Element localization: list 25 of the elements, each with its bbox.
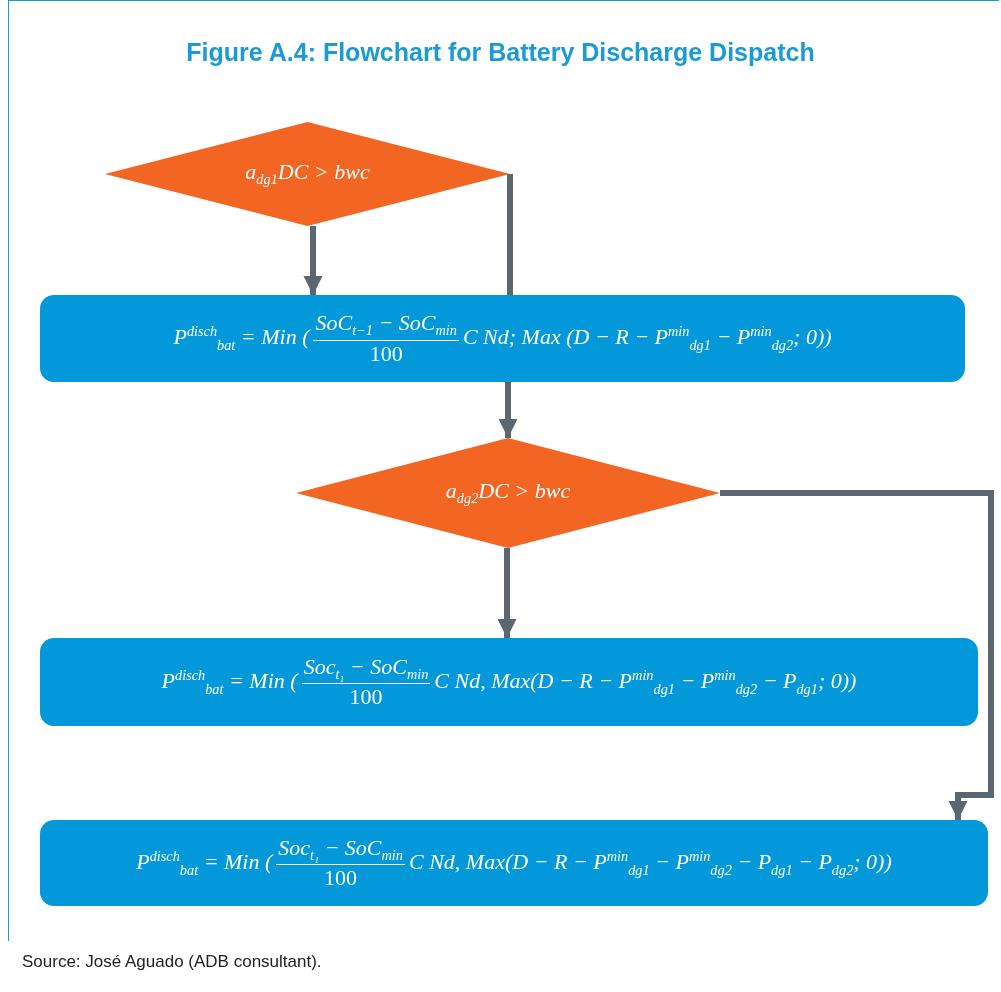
formula-text: P$^{disch}$$_{bat}$ = Min ( — [173, 323, 310, 354]
fraction-numerator: SoC$_{t−1}$ − SoC$_{min}$ — [313, 310, 459, 341]
formula-text: C Nd, Max(D − R − P$^{min}$$_{dg1}$ − P$^{min}$$_{dg2}$ − P$_{dg1}$ − P$_{dg2}$; 0)) — [408, 847, 892, 879]
source-note: Source: José Aguado (ADB consultant). — [22, 952, 322, 972]
condition-text: a$_{dg1}$DC > bwc — [245, 159, 370, 189]
arrow — [497, 548, 517, 638]
decision-diamond — [296, 438, 720, 548]
fraction-numerator: Soc$_{t₁}$ − SoC$_{min}$ — [276, 834, 405, 866]
fraction-numerator: Soc$_{t₁}$ − SoC$_{min}$ — [301, 653, 431, 685]
fraction-denominator: 100 — [349, 684, 383, 711]
process-box — [40, 295, 965, 382]
formula-text: P$^{disch}$$_{bat}$ = Min ( — [136, 847, 273, 879]
decision-diamond — [105, 122, 510, 226]
process-box — [40, 820, 988, 906]
formula-text: C Nd; Max (D − R − P$^{min}$$_{dg1}$ − P$^{min}$$_{dg2}$; 0)) — [462, 323, 832, 354]
fraction-denominator: 100 — [369, 340, 403, 367]
arrow — [498, 382, 518, 438]
condition-text: a$_{dg2}$DC > bwc — [445, 478, 571, 508]
process-box — [40, 638, 978, 726]
arrow — [303, 226, 323, 295]
formula-text: C Nd, Max(D − R − P$^{min}$$_{dg1}$ − P$^{min}$$_{dg2}$ − P$_{dg1}$; 0)) — [434, 666, 857, 698]
arrow — [720, 490, 994, 820]
formula-text: P$^{disch}$$_{bat}$ = Min ( — [161, 666, 298, 698]
fraction-denominator: 100 — [324, 865, 358, 892]
figure-title: Figure A.4: Flowchart for Battery Discharge Dispatch — [185, 38, 816, 67]
